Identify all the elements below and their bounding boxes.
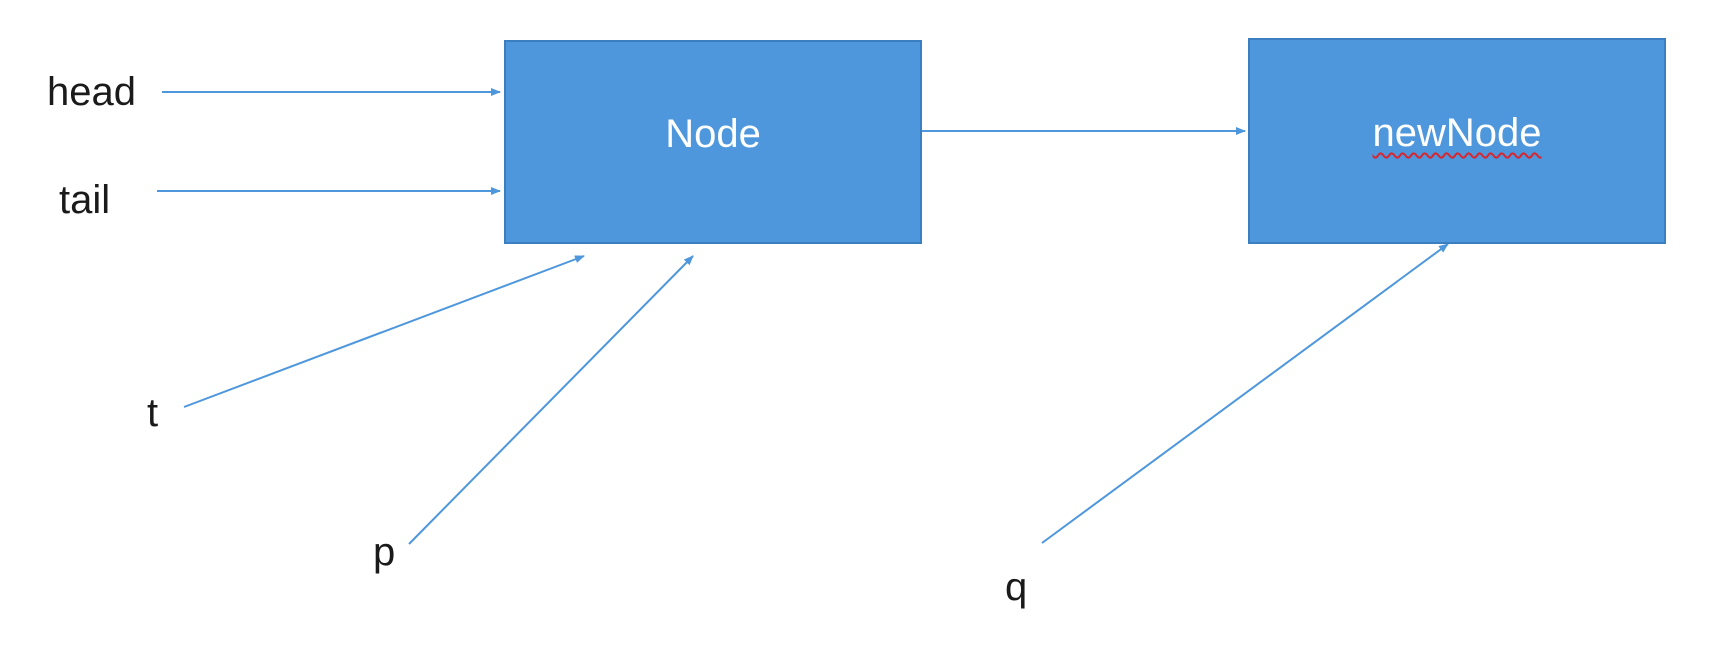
node-label: Node (665, 112, 761, 156)
new-node-box: newNode (1248, 38, 1666, 244)
head-label: head (47, 70, 136, 114)
p-label: p (373, 530, 396, 574)
t-pointer-arrow (183, 255, 585, 408)
p-pointer-arrow (408, 255, 694, 545)
tail-label: tail (59, 178, 111, 222)
q-pointer-arrow (1041, 243, 1449, 544)
node-box: Node (504, 40, 922, 244)
q-label: q (1005, 565, 1028, 609)
new-node-label: newNode (1372, 111, 1542, 155)
t-label: t (147, 391, 159, 435)
